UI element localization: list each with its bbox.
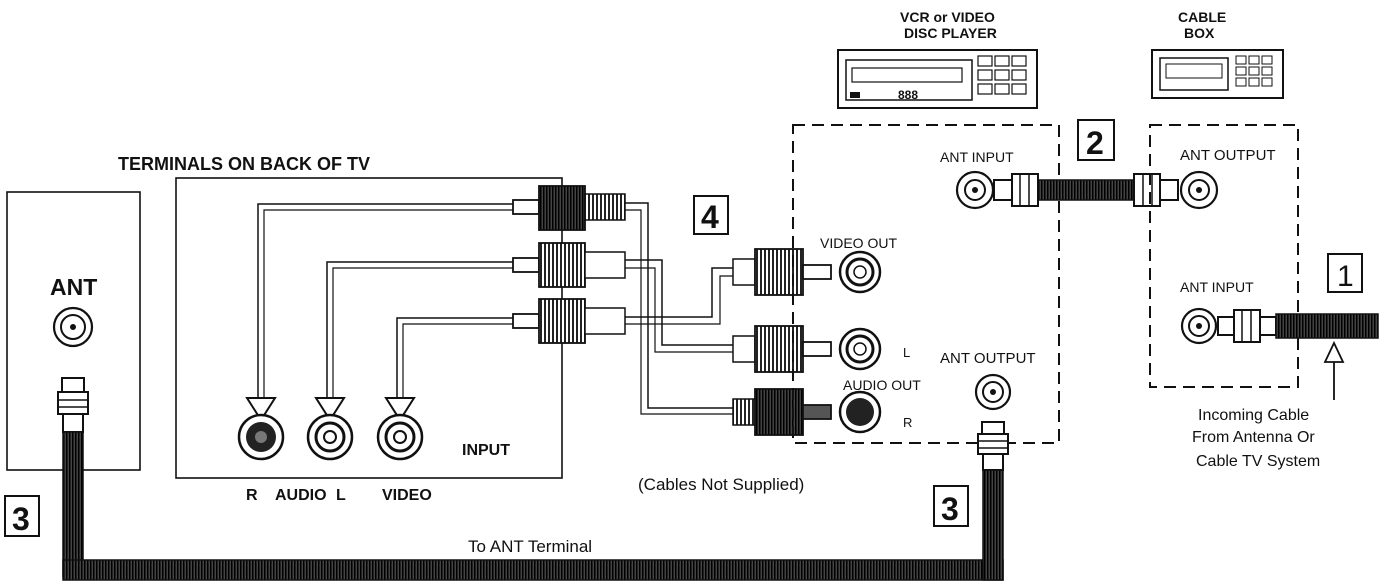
vcr-device-icon: VCR or VIDEO DISC PLAYER 888 (837, 9, 1038, 109)
svg-text:2: 2 (1086, 125, 1104, 161)
vcr-audio-r-plug (732, 388, 832, 436)
vcr-terminal-panel (792, 124, 1060, 444)
svg-text:BOX: BOX (1184, 25, 1215, 41)
input-label: INPUT (462, 442, 510, 459)
tv-internal-cables (257, 203, 515, 405)
tv-terminals-panel (175, 177, 563, 479)
svg-text:3: 3 (941, 491, 959, 527)
svg-text:VCR or VIDEO: VCR or VIDEO (900, 9, 995, 25)
audio-l-out-jack (838, 327, 882, 371)
tv-terminals-title: TERMINALS ON BACK OF TV (118, 154, 370, 174)
vcr-r-label: R (903, 415, 912, 430)
svg-text:CABLE: CABLE (1178, 9, 1226, 25)
cable-box-terminal-panel (1149, 124, 1299, 388)
vcr-audio-l-plug (732, 325, 832, 373)
audio-r-out-jack (838, 390, 882, 434)
incoming-arrow-icon (1323, 340, 1345, 400)
svg-text:DISC PLAYER: DISC PLAYER (904, 25, 997, 41)
audio-out-label: AUDIO OUT (843, 377, 921, 393)
step-2-badge: 2 (1077, 119, 1115, 161)
step-3-badge-right: 3 (933, 485, 969, 527)
audio-r-input-jack (237, 413, 285, 461)
svg-text:3: 3 (12, 501, 30, 537)
incoming-coax-cable (1217, 309, 1379, 343)
vcr-ant-output-connector (977, 421, 1009, 471)
video-input-jack (376, 413, 424, 461)
vcr-ant-input-label: ANT INPUT (940, 149, 1014, 165)
coax-cable-to-ant (62, 431, 1004, 581)
svg-text:4: 4 (701, 199, 719, 235)
vcr-l-label: L (903, 345, 910, 360)
audio-label: AUDIO (275, 487, 327, 504)
box-ant-output-jack (1179, 170, 1219, 210)
svg-text:1: 1 (1337, 260, 1354, 293)
audio-l-input-jack (306, 413, 354, 461)
step-3-badge-left: 3 (4, 495, 40, 537)
step-1-badge: 1 (1327, 253, 1363, 293)
vcr-ant-output-jack (974, 373, 1012, 411)
tv-ant-panel: ANT (6, 191, 141, 471)
cables-not-supplied-note: (Cables Not Supplied) (638, 475, 804, 494)
to-ant-terminal-label: To ANT Terminal (468, 537, 592, 556)
ant-label: ANT (50, 274, 97, 300)
f-connector-icon (57, 377, 89, 433)
step-4-badge: 4 (693, 195, 729, 235)
vcr-ant-output-label: ANT OUTPUT (940, 350, 1036, 367)
video-label: VIDEO (382, 487, 432, 504)
rca-plug-audio-r (512, 185, 626, 231)
incoming-text-2: From Antenna Or (1192, 429, 1315, 446)
video-out-jack (838, 250, 882, 294)
coax-cable-vcr-to-box (993, 173, 1179, 207)
r-label: R (246, 487, 258, 504)
incoming-text-3: Cable TV System (1196, 453, 1320, 470)
tv-ant-terminal-icon (52, 306, 94, 348)
box-ant-input-jack (1180, 307, 1218, 345)
cable-box-icon: CABLE BOX (1151, 9, 1284, 99)
box-ant-output-label: ANT OUTPUT (1180, 147, 1276, 164)
rca-plug-audio-l (512, 242, 626, 288)
vcr-ant-input-jack (955, 170, 995, 210)
svg-text:888: 888 (898, 88, 918, 102)
av-cables (625, 202, 735, 415)
l-label: L (336, 487, 346, 504)
tv-input-arrows (245, 397, 416, 422)
rca-plug-video (512, 298, 626, 344)
video-out-label: VIDEO OUT (820, 235, 897, 251)
vcr-video-plug (732, 248, 832, 296)
box-ant-input-label: ANT INPUT (1180, 279, 1254, 295)
incoming-text-1: Incoming Cable (1198, 407, 1309, 424)
